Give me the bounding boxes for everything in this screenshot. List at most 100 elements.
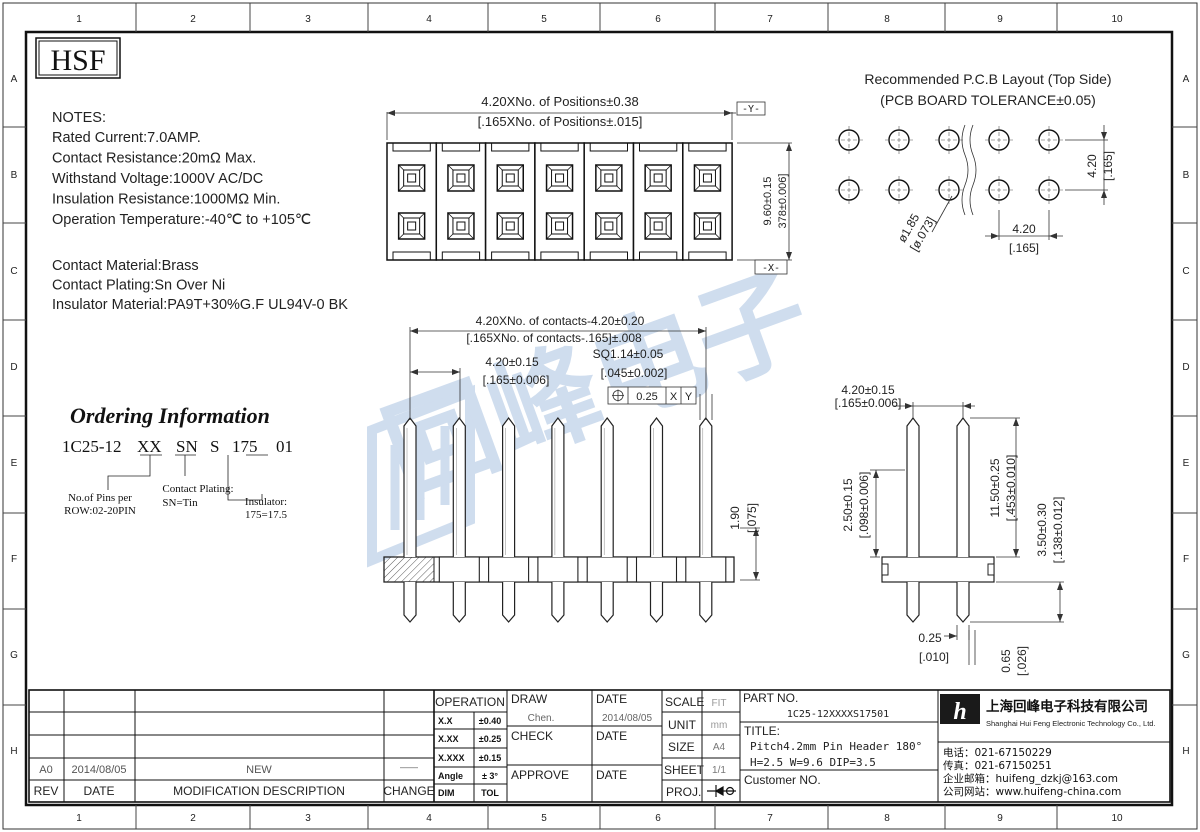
sheet-value: 1/1	[712, 765, 726, 776]
front-dim-pitch-mm: 4.20±0.15	[485, 355, 539, 369]
svg-text:h: h	[953, 699, 966, 725]
top-dim-length-mm: 4.20XNo. of Positions±0.38	[481, 94, 638, 109]
tol-dim: X.X	[438, 716, 453, 726]
column-label: 7	[767, 14, 773, 25]
pcb-title-1: Recommended P.C.B Layout (Top Side)	[864, 71, 1111, 87]
order-code-part: XX	[137, 437, 162, 456]
housing-cell	[632, 142, 684, 261]
tol-value: 0.25	[636, 391, 657, 403]
note-line: Operation Temperature:-40℃ to +105℃	[52, 212, 311, 228]
notes-heading: NOTES:	[52, 110, 106, 126]
date-label-check: DATE	[596, 729, 627, 743]
column-label: 5	[541, 813, 547, 824]
tol-value-cell: ±0.25	[479, 734, 501, 744]
housing-cell	[583, 142, 635, 261]
housing-cell	[484, 142, 536, 261]
draw-label: DRAW	[511, 692, 548, 706]
rev-header: REV	[34, 784, 59, 798]
side-dim-e-in: [.026]	[1015, 646, 1029, 676]
row-label: E	[11, 458, 18, 469]
side-dim-c-mm: 3.50±0.30	[1035, 503, 1049, 557]
draw-date: 2014/08/05	[602, 713, 652, 724]
sheet-label: SHEET	[664, 763, 705, 777]
contact-pin	[649, 417, 664, 623]
note-line: Insulation Resistance:1000MΩ Min.	[52, 192, 280, 208]
side-view: 4.20±0.15 [.165±0.006] 2.50±0.15 [.098±0…	[835, 383, 1065, 676]
unit-label: UNIT	[668, 718, 697, 732]
material-line: Contact Material:Brass	[52, 258, 199, 274]
rev-date-header: DATE	[83, 784, 114, 798]
legend-pins-1: No.of Pins per	[68, 492, 132, 504]
customer-label: Customer NO.	[744, 773, 821, 787]
company-logo: h	[940, 694, 980, 725]
rev-date-value: 2014/08/05	[71, 764, 126, 776]
draw-name: Chen.	[528, 713, 555, 724]
front-dim-sq-mm: SQ1.14±0.05	[593, 347, 664, 361]
row-label: B	[11, 170, 18, 181]
contact-pin	[452, 417, 466, 623]
check-label: CHECK	[511, 729, 553, 743]
column-label: 1	[76, 813, 82, 824]
column-label: 2	[190, 14, 196, 25]
company-cn: 上海回峰电子科技有限公司	[986, 698, 1148, 715]
column-label: 4	[426, 14, 432, 25]
title-line-1: Pitch4.2mm Pin Header 180°	[750, 740, 922, 753]
note-line: Contact Resistance:20mΩ Max.	[52, 151, 256, 167]
housing-cell	[682, 142, 733, 261]
legend-pins-2: ROW:02-20PIN	[64, 505, 136, 517]
part-value: 1C25-12XXXXS17501	[787, 709, 889, 720]
column-label: 4	[426, 813, 432, 824]
row-label: G	[10, 650, 18, 661]
company-email: 企业邮箱：huifeng_dzkj@163.com	[943, 772, 1118, 785]
company-en: Shanghai Hui Feng Electronic Technology …	[986, 719, 1156, 728]
pcb-dim-row-mm: 4.20	[1085, 154, 1099, 178]
column-label: 1	[76, 14, 82, 25]
side-dim-pitch-mm: 4.20±0.15	[841, 383, 895, 397]
company-phone: 电话：021-67150229	[943, 746, 1052, 759]
pcb-title-2: (PCB BOARD TOLERANCE±0.05)	[880, 92, 1096, 108]
column-label: 5	[541, 14, 547, 25]
section-hatch	[383, 556, 435, 583]
order-code-part: 01	[276, 437, 293, 456]
column-label: 2	[190, 813, 196, 824]
row-label: H	[10, 746, 17, 757]
column-label: 9	[997, 14, 1003, 25]
front-dim-sq-in: [.045±0.002]	[601, 366, 668, 380]
contact-pin	[699, 417, 713, 623]
pcb-dim-pitch-in: [.165]	[1009, 241, 1039, 255]
company-web: 公司网站：www.huifeng-china.com	[943, 785, 1121, 798]
top-dim-height-mm: 9.60±0.15	[762, 177, 774, 226]
scale-label: SCALE	[665, 695, 704, 709]
column-label: 9	[997, 813, 1003, 824]
title-block: A0 2014/08/05 NEW —— REV DATE MODIFICATI…	[28, 689, 1171, 803]
legend-plating-2: SN=Tin	[162, 497, 198, 509]
projection-icon	[707, 785, 736, 797]
contact-pin	[551, 417, 565, 623]
pcb-dim-row-in: [.165]	[1101, 151, 1115, 181]
column-label: 8	[884, 14, 890, 25]
date-label-draw: DATE	[596, 692, 627, 706]
row-label: B	[1183, 170, 1190, 181]
order-code-part: 175	[232, 437, 258, 456]
top-dim-height-in: 378±0.006]	[777, 174, 789, 229]
row-label: D	[1182, 362, 1189, 373]
rev-desc-header: MODIFICATION DESCRIPTION	[173, 784, 345, 798]
tol-ref-x: X	[670, 391, 678, 403]
logo-text: HSF	[50, 44, 105, 77]
date-label-approve: DATE	[596, 768, 627, 782]
unit-value: mm	[711, 720, 728, 731]
row-label: G	[1182, 650, 1190, 661]
contact-pin	[502, 417, 516, 623]
rev-change-header: CHANGE	[383, 784, 434, 798]
row-label: F	[11, 554, 17, 565]
order-code-part: S	[210, 437, 219, 456]
side-dim-d-in: [.010]	[919, 650, 949, 664]
tolerance-frame: 0.25 X Y	[607, 386, 697, 405]
tol-value-cell: ±0.15	[479, 753, 501, 763]
front-dim-total-in: [.165XNo. of contacts-.165]±.008	[466, 331, 642, 345]
row-label: C	[1182, 266, 1189, 277]
